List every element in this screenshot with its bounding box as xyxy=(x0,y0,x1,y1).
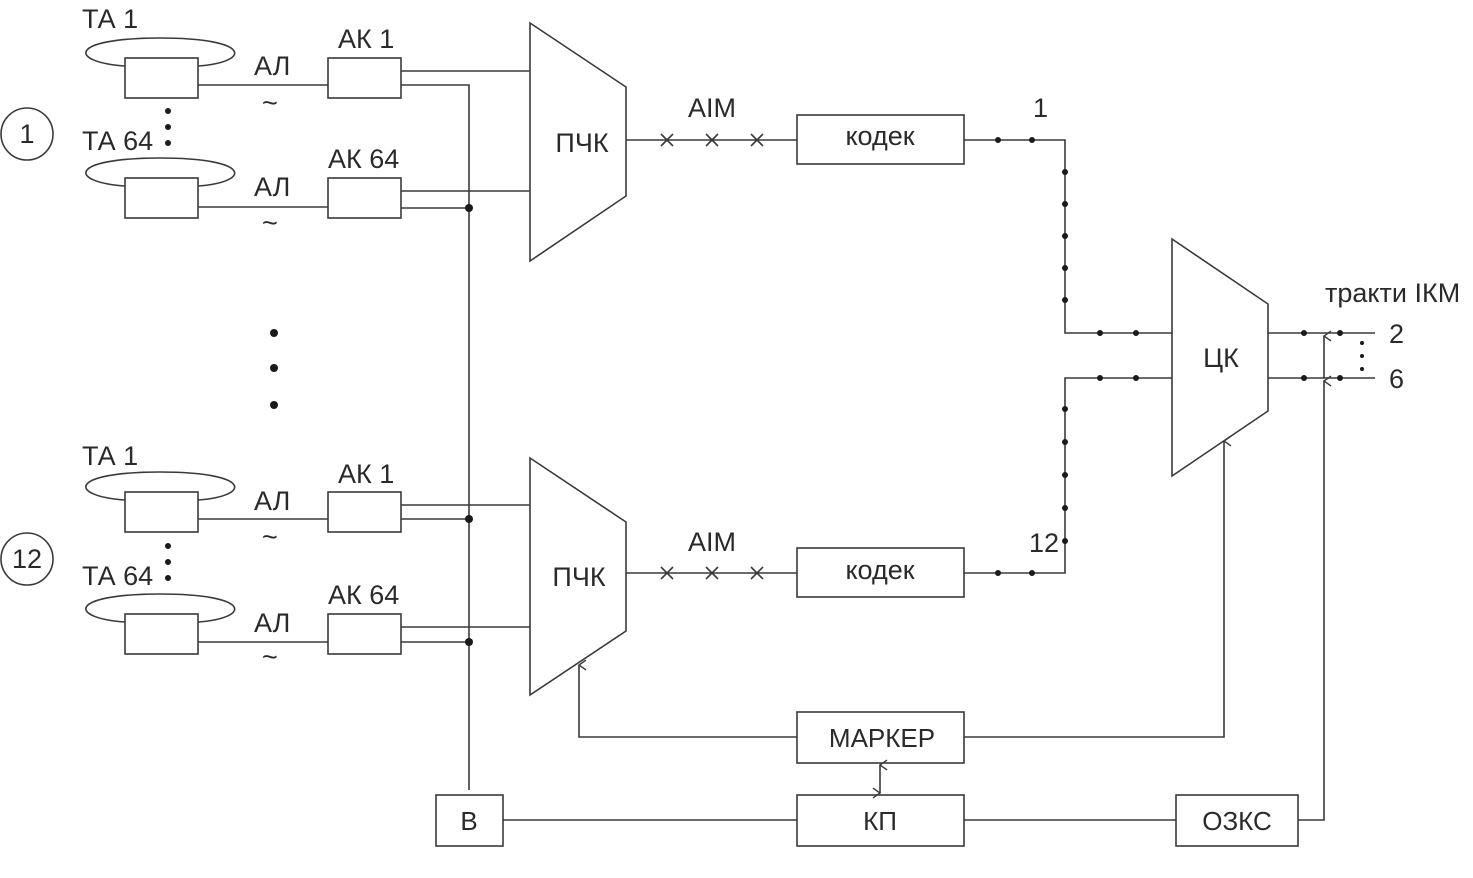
group-12-ta-64-phone xyxy=(124,613,199,655)
group-12: 12 ТА 1 АЛ ~ АК 1 ТА 64 АЛ ~ АК 64 ПЧК A xyxy=(0,375,1172,697)
group-12-ak-64-label: АК 64 xyxy=(328,580,399,610)
group-12-ta-1-phone xyxy=(124,491,199,533)
group-1-number-circle xyxy=(0,107,54,161)
group-12-ta-1-label: ТА 1 xyxy=(82,441,138,471)
group-12-aim-label: AIM xyxy=(688,527,736,557)
group-12-line-64-tilde: ~ xyxy=(262,642,278,672)
group-12-ak-1-box xyxy=(327,491,402,533)
group-12-pchk-label: ПЧК xyxy=(552,562,605,592)
group-1-number: 1 xyxy=(19,119,34,149)
group-1-ta-64-handset-loop xyxy=(85,157,236,187)
kp-label: КП xyxy=(863,806,897,836)
group-12-ta-1-handset-loop xyxy=(85,471,236,501)
group-1-ta-1-phone xyxy=(124,57,199,99)
group-1-codec-label: кодек xyxy=(845,121,914,151)
group-12-number: 12 xyxy=(12,544,42,574)
pcm-trunk-first: 2 xyxy=(1389,319,1404,349)
group-1-pchk-block xyxy=(529,21,627,263)
marker-box xyxy=(796,711,965,764)
group-12-number-circle xyxy=(0,532,54,586)
group-1-line-1-tilde: ~ xyxy=(262,88,278,118)
group-12-ta-64-handset-loop xyxy=(85,593,236,623)
group-12-codec-label: кодек xyxy=(845,555,914,585)
group-1-pchk-label: ПЧК xyxy=(555,128,608,158)
group-12-pchk-block xyxy=(529,456,627,697)
group-12-line-64-label: АЛ xyxy=(254,608,290,638)
group-1-ak-1-box xyxy=(327,57,402,99)
control: МАРКЕР КП В ОЗКС xyxy=(435,330,1332,847)
group-1-ta-1-handset-loop xyxy=(85,37,236,67)
group-1: 1 ТА 1 АЛ ~ АК 1 ТА 64 АЛ ~ АК 64 ПЧК AI xyxy=(0,4,1172,790)
group-1-ak-64-box xyxy=(327,177,402,219)
group-1-line-64-tilde: ~ xyxy=(262,208,278,238)
groups-ellipsis xyxy=(270,329,278,409)
group-1-ak-1-label: АК 1 xyxy=(338,24,394,54)
group-1-line-64-label: АЛ xyxy=(254,172,290,202)
group-1-ta-64-phone xyxy=(124,177,199,219)
ozks-label: ОЗКС xyxy=(1202,806,1272,836)
group-1-port-label: 1 xyxy=(1033,93,1048,123)
group-1-ta-64-label: ТА 64 xyxy=(82,126,153,156)
pcm-trunks-label: тракти ІКМ xyxy=(1325,278,1460,308)
group-12-ak-64-box xyxy=(327,613,402,655)
group-12-port-label: 12 xyxy=(1029,528,1059,558)
v-box xyxy=(435,794,504,847)
group-1-aim-label: AIM xyxy=(688,93,736,123)
v-label: В xyxy=(460,806,477,836)
kp-box xyxy=(796,794,965,847)
group-12-line-1-label: АЛ xyxy=(254,486,290,516)
group-1-line-1-label: АЛ xyxy=(254,51,290,81)
ck: ЦК тракти ІКМ 2 6 xyxy=(1171,237,1460,478)
group-12-line-1-tilde: ~ xyxy=(262,522,278,552)
group-1-ta-1-label: ТА 1 xyxy=(82,4,138,34)
group-12-codec-box xyxy=(796,547,965,598)
ck-block xyxy=(1171,237,1269,478)
group-1-ak-64-label: АК 64 xyxy=(328,144,399,174)
ck-label: ЦК xyxy=(1203,343,1239,373)
pcm-trunk-last: 6 xyxy=(1389,364,1404,394)
group-12-ak-1-label: АК 1 xyxy=(338,459,394,489)
ozks-box xyxy=(1175,794,1299,847)
marker-label: МАРКЕР xyxy=(829,723,935,753)
group-12-ta-64-label: ТА 64 xyxy=(82,561,153,591)
